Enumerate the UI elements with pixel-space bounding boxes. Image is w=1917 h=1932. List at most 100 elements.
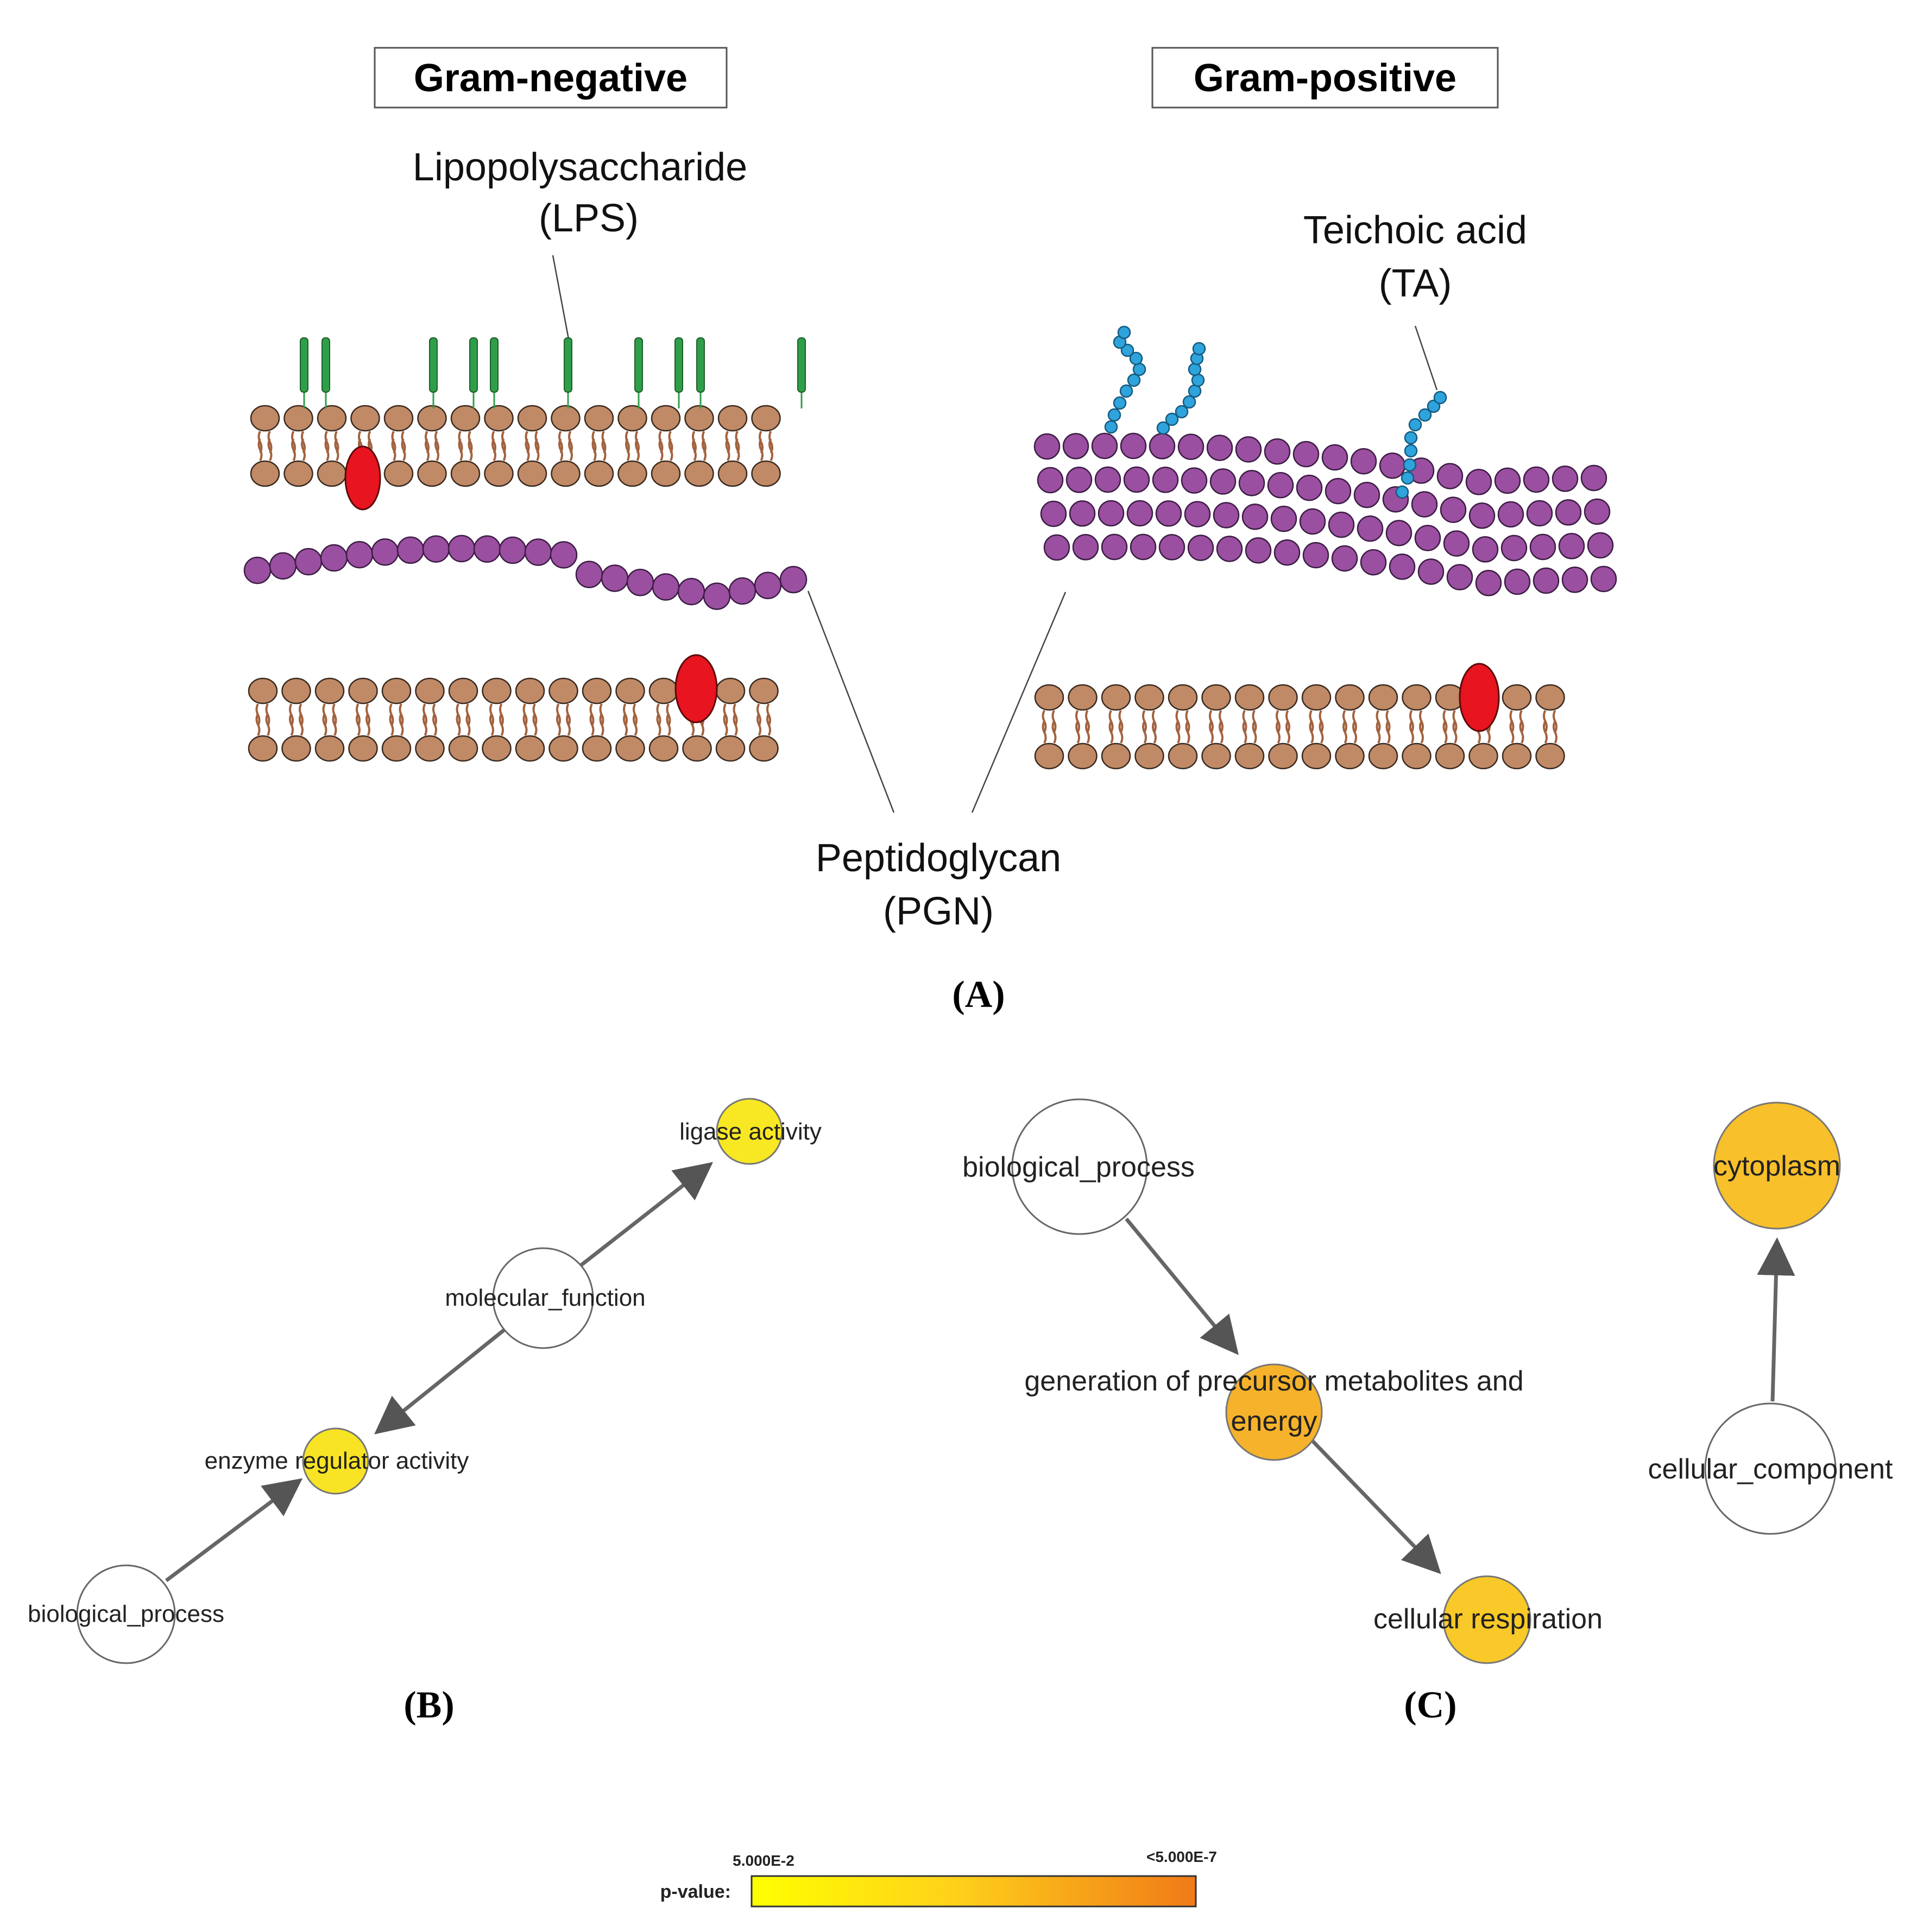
lps-rod <box>564 337 572 393</box>
lipid-tail <box>499 703 504 736</box>
pgn-leader-line-positive <box>971 591 1067 813</box>
peptidoglycan-bead <box>1414 525 1441 551</box>
peptidoglycan-bead <box>524 538 552 566</box>
lps-label-line1: Lipopolysaccharide <box>413 146 747 189</box>
peptidoglycan-bead <box>1213 502 1240 528</box>
lipid-head <box>715 677 746 704</box>
peptidoglycan-bead <box>499 536 527 564</box>
lipid-tail <box>1185 710 1190 744</box>
lipid-tail <box>267 431 273 461</box>
lipid-tail <box>556 703 561 736</box>
lipid-tail <box>558 431 563 461</box>
peptidoglycan-bead <box>1299 508 1326 535</box>
lipid-tail <box>599 703 604 736</box>
peptidoglycan-bead <box>1149 433 1176 460</box>
lipid-tail <box>299 703 304 736</box>
lipid-head <box>417 460 447 487</box>
peptidoglycan-bead <box>1446 564 1473 590</box>
peptidoglycan-bead <box>1472 536 1499 563</box>
peptidoglycan-bead <box>703 582 731 610</box>
peptidoglycan-bead <box>269 552 297 580</box>
node-cellular-respiration-label: cellular respiration <box>1373 1603 1603 1635</box>
peptidoglycan-bead <box>345 540 374 569</box>
teichoic-acid-bead <box>1403 458 1417 472</box>
teichoic-acid-bead <box>1129 351 1143 366</box>
lipid-head <box>417 405 447 432</box>
lipid-head <box>751 405 781 432</box>
peptidoglycan-bead <box>1325 477 1352 505</box>
node-generation-label-line1: generation of precursor metabolites and <box>1024 1365 1523 1397</box>
lipid-head <box>283 405 313 432</box>
lipid-tail <box>458 431 463 461</box>
lipid-tail <box>456 703 461 736</box>
peptidoglycan-bead <box>1177 433 1205 460</box>
lipid-tail <box>1376 710 1381 744</box>
teichoic-acid-bead <box>1395 485 1409 499</box>
lipid-tail <box>1442 710 1448 744</box>
teichoic-acid-bead <box>1119 384 1133 398</box>
peptidoglycan-bead <box>1187 534 1214 561</box>
lipid-head <box>715 735 746 762</box>
peptidoglycan-bead <box>1130 533 1157 561</box>
peptidoglycan-bead <box>1238 470 1265 496</box>
lipid-tail <box>1209 710 1214 744</box>
lps-molecules <box>300 337 806 408</box>
peptidoglycan-bead <box>652 573 680 601</box>
lipid-tail <box>625 431 630 461</box>
lipid-head <box>1368 742 1398 770</box>
teichoic-acid-bead <box>1192 342 1206 356</box>
peptidoglycan-bead <box>1417 558 1445 585</box>
lipid-tail <box>1452 710 1458 744</box>
peptidoglycan-bead <box>1357 515 1384 542</box>
peptidoglycan-bead <box>1500 534 1528 562</box>
lipid-head <box>482 735 512 762</box>
peptidoglycan-bead <box>1098 500 1125 527</box>
lipid-tail <box>289 703 294 736</box>
peptidoglycan-bead <box>1292 440 1320 468</box>
lipid-head <box>1402 742 1432 770</box>
peptidoglycan-bead <box>1126 500 1153 527</box>
lipid-tail <box>1219 710 1224 744</box>
teichoic-acid-bead <box>1120 343 1134 357</box>
lps-rod <box>321 337 330 393</box>
lipid-head <box>1068 684 1098 711</box>
lipid-head <box>584 405 614 432</box>
lipid-head <box>1234 684 1265 711</box>
lipid-tail <box>692 431 697 461</box>
peptidoglycan-bead <box>1270 505 1297 532</box>
lipid-tail <box>1175 710 1181 744</box>
lipid-tail <box>1118 710 1124 744</box>
lipid-tail <box>735 431 740 461</box>
lipid-tail <box>768 431 773 461</box>
peptidoglycan-bead <box>1152 467 1179 493</box>
lipid-head <box>1134 684 1164 711</box>
lipid-tail <box>1519 710 1524 744</box>
peptidoglycan-bead <box>1245 537 1272 564</box>
lipid-tail <box>1051 710 1057 744</box>
peptidoglycan-bead <box>1273 539 1301 566</box>
pgn-leader-line-negative <box>807 590 895 813</box>
lipid-head <box>515 735 545 762</box>
lipid-tail <box>301 431 306 461</box>
lipid-head <box>615 677 645 704</box>
node-ligase-activity-label: ligase activity <box>679 1118 822 1145</box>
gram-positive-membrane <box>1034 684 1565 770</box>
peptidoglycan-bead <box>1072 534 1099 561</box>
ta-leader-line <box>1414 325 1438 391</box>
peptidoglycan-bead <box>1101 533 1128 561</box>
lipid-head <box>381 735 412 762</box>
peptidoglycan-bead <box>1443 530 1470 557</box>
lipid-tail <box>489 703 494 736</box>
peptidoglycan-bead <box>728 577 756 605</box>
panel-c-label: (C) <box>1404 1684 1456 1726</box>
peptidoglycan-bead <box>422 535 450 563</box>
peptidoglycan-bead <box>1267 471 1294 499</box>
edge-biological-process-to-enzyme-regulator <box>165 1478 303 1582</box>
lipid-head <box>1034 684 1064 711</box>
lipid-head <box>749 677 779 704</box>
lipid-tail <box>1409 710 1414 744</box>
panel-b: ligase activity molecular_function enzym… <box>28 1098 822 1726</box>
lipid-tail <box>568 431 573 461</box>
peptidoglycan-bead <box>1216 536 1243 562</box>
teichoic-acid-bead <box>1188 362 1202 376</box>
